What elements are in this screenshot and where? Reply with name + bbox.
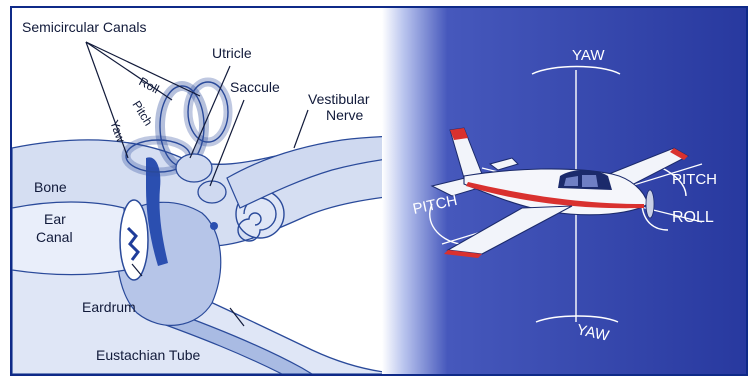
saccule-dot	[210, 222, 218, 230]
label-vestibular-line1: Vestibular	[308, 91, 370, 107]
utricle-body	[176, 154, 212, 182]
label-pitch-right: PITCH	[672, 171, 717, 188]
figure-svg: Semicircular Canals Roll Pitch Yaw Utric…	[12, 8, 746, 374]
label-eustachian-tube: Eustachian Tube	[96, 347, 201, 363]
label-semicircular-canals: Semicircular Canals	[22, 19, 146, 35]
label-ear-line1: Ear	[44, 211, 66, 227]
aircraft-propeller	[646, 190, 654, 218]
label-utricle: Utricle	[212, 45, 252, 61]
label-bone: Bone	[34, 179, 67, 195]
label-eardrum: Eardrum	[82, 299, 136, 315]
label-saccule: Saccule	[230, 79, 280, 95]
label-yaw-top: YAW	[572, 47, 605, 64]
saccule-body	[198, 181, 226, 203]
inner-ear-panel: Semicircular Canals Roll Pitch Yaw Utric…	[12, 8, 412, 374]
label-ear-line2: Canal	[36, 229, 73, 245]
label-roll: ROLL	[672, 209, 714, 226]
label-vestibular-line2: Nerve	[326, 107, 364, 123]
vestibular-system-figure: Semicircular Canals Roll Pitch Yaw Utric…	[10, 6, 748, 376]
aircraft-axes-panel: YAW YAW PITCH PITCH ROLL	[382, 8, 746, 374]
